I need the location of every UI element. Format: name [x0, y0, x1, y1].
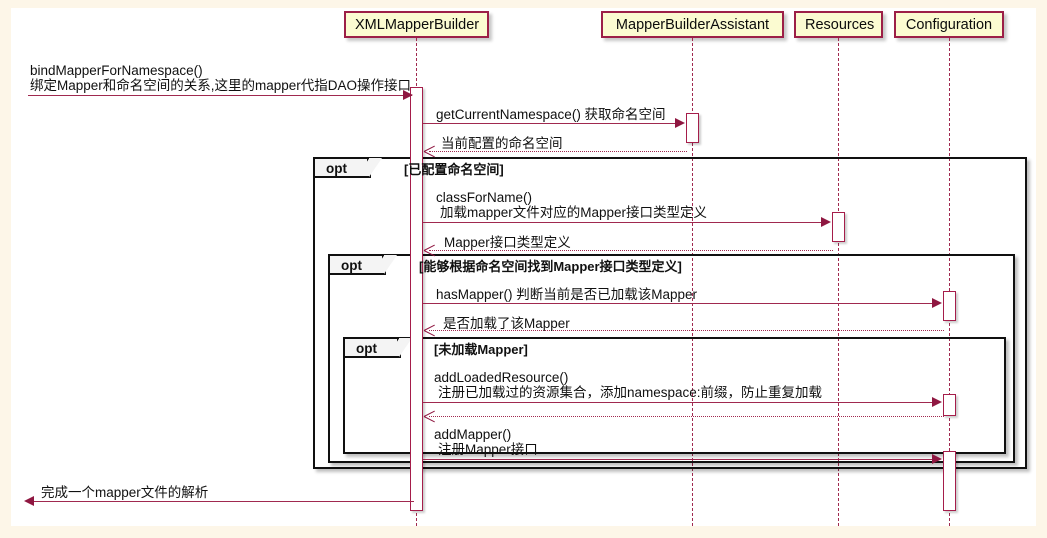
message-4-label-line1: classForName(): [436, 190, 533, 205]
message-5-arrowhead: [424, 245, 435, 256]
participant-configuration[interactable]: Configuration: [894, 11, 1004, 38]
message-10-arrowhead: [932, 454, 942, 464]
activation-mapperbuilderassistant: [686, 113, 699, 143]
message-2-arrowhead: [675, 118, 685, 128]
activation-resources: [832, 212, 845, 242]
message-4-label-line2: 加载mapper文件对应的Mapper接口类型定义: [440, 205, 708, 220]
message-2-label-line1: getCurrentNamespace() 获取命名空间: [436, 107, 666, 122]
message-3-label-line1: 当前配置的命名空间: [441, 136, 563, 151]
fragment-opt-3-tab: [345, 338, 412, 360]
participant-resources[interactable]: Resources: [794, 11, 883, 38]
message-4-arrowhead: [821, 217, 831, 227]
message-1-line: [28, 95, 412, 96]
message-8-label-line2: 注册已加载过的资源集合，添加namespace:前缀，防止重复加载: [438, 385, 823, 400]
message-1-label-line2: 绑定Mapper和命名空间的关系,这里的mapper代指DAO操作接口: [30, 78, 412, 93]
participant-xmlmapperbuilder[interactable]: XMLMapperBuilder: [344, 11, 489, 38]
activation-configuration-addmapper: [943, 451, 956, 511]
fragment-opt-3: [343, 337, 1006, 454]
message-6-line: [423, 303, 938, 304]
message-11-arrowhead: [24, 496, 34, 506]
activation-configuration-hasmapper: [943, 291, 956, 321]
message-7-label-line1: 是否加载了该Mapper: [443, 316, 570, 331]
sequence-diagram-canvas: XMLMapperBuilder MapperBuilderAssistant …: [11, 8, 1036, 526]
fragment-opt-1-tab: [315, 158, 382, 180]
fragment-opt-1: [313, 157, 1027, 469]
message-7-arrowhead: [424, 325, 435, 336]
activation-xmlmapperbuilder: [410, 87, 423, 511]
message-1-label-line1: bindMapperForNamespace(): [30, 63, 203, 78]
lifeline-mapperbuilderassistant: [692, 38, 693, 526]
fragment-opt-1-tab-shear: [367, 159, 383, 180]
fragment-opt-2-label: opt: [341, 258, 362, 273]
message-3-arrowhead: [424, 146, 435, 157]
message-3-line: [429, 151, 687, 152]
participant-mapperbuilderassistant[interactable]: MapperBuilderAssistant: [601, 11, 784, 38]
message-10-label-line2: 注册Mapper接口: [438, 442, 538, 457]
fragment-opt-2: [328, 254, 1015, 463]
fragment-opt-2-guard: [能够根据命名空间找到Mapper接口类型定义]: [419, 259, 682, 274]
lifeline-configuration: [949, 38, 950, 526]
message-10-line: [423, 459, 938, 460]
message-5-label-line1: Mapper接口类型定义: [444, 235, 571, 250]
fragment-opt-3-guard: [未加载Mapper]: [434, 342, 528, 357]
message-6-label-line1: hasMapper() 判断当前是否已加载该Mapper: [436, 287, 698, 302]
message-9-line: [429, 416, 944, 417]
message-5-line: [429, 250, 833, 251]
message-8-arrowhead: [932, 397, 942, 407]
message-1-arrowhead: [403, 90, 413, 100]
message-11-line: [28, 501, 414, 502]
message-6-arrowhead: [932, 298, 942, 308]
message-10-label-line1: addMapper(): [434, 427, 512, 442]
fragment-opt-2-tab-shear: [382, 256, 398, 277]
message-4-line: [423, 222, 827, 223]
activation-configuration-addloadedresource: [943, 394, 956, 416]
fragment-opt-3-label: opt: [356, 341, 377, 356]
message-9-arrowhead: [424, 411, 435, 422]
message-2-line: [423, 123, 681, 124]
lifeline-resources: [838, 38, 839, 526]
message-8-line: [423, 402, 938, 403]
fragment-opt-1-guard: [已配置命名空间]: [404, 162, 504, 177]
fragment-opt-1-label: opt: [326, 161, 347, 176]
message-11-label-line1: 完成一个mapper文件的解析: [41, 485, 209, 500]
message-8-label-line1: addLoadedResource(): [434, 370, 569, 385]
message-7-line: [429, 330, 944, 331]
fragment-opt-2-tab: [330, 255, 397, 277]
